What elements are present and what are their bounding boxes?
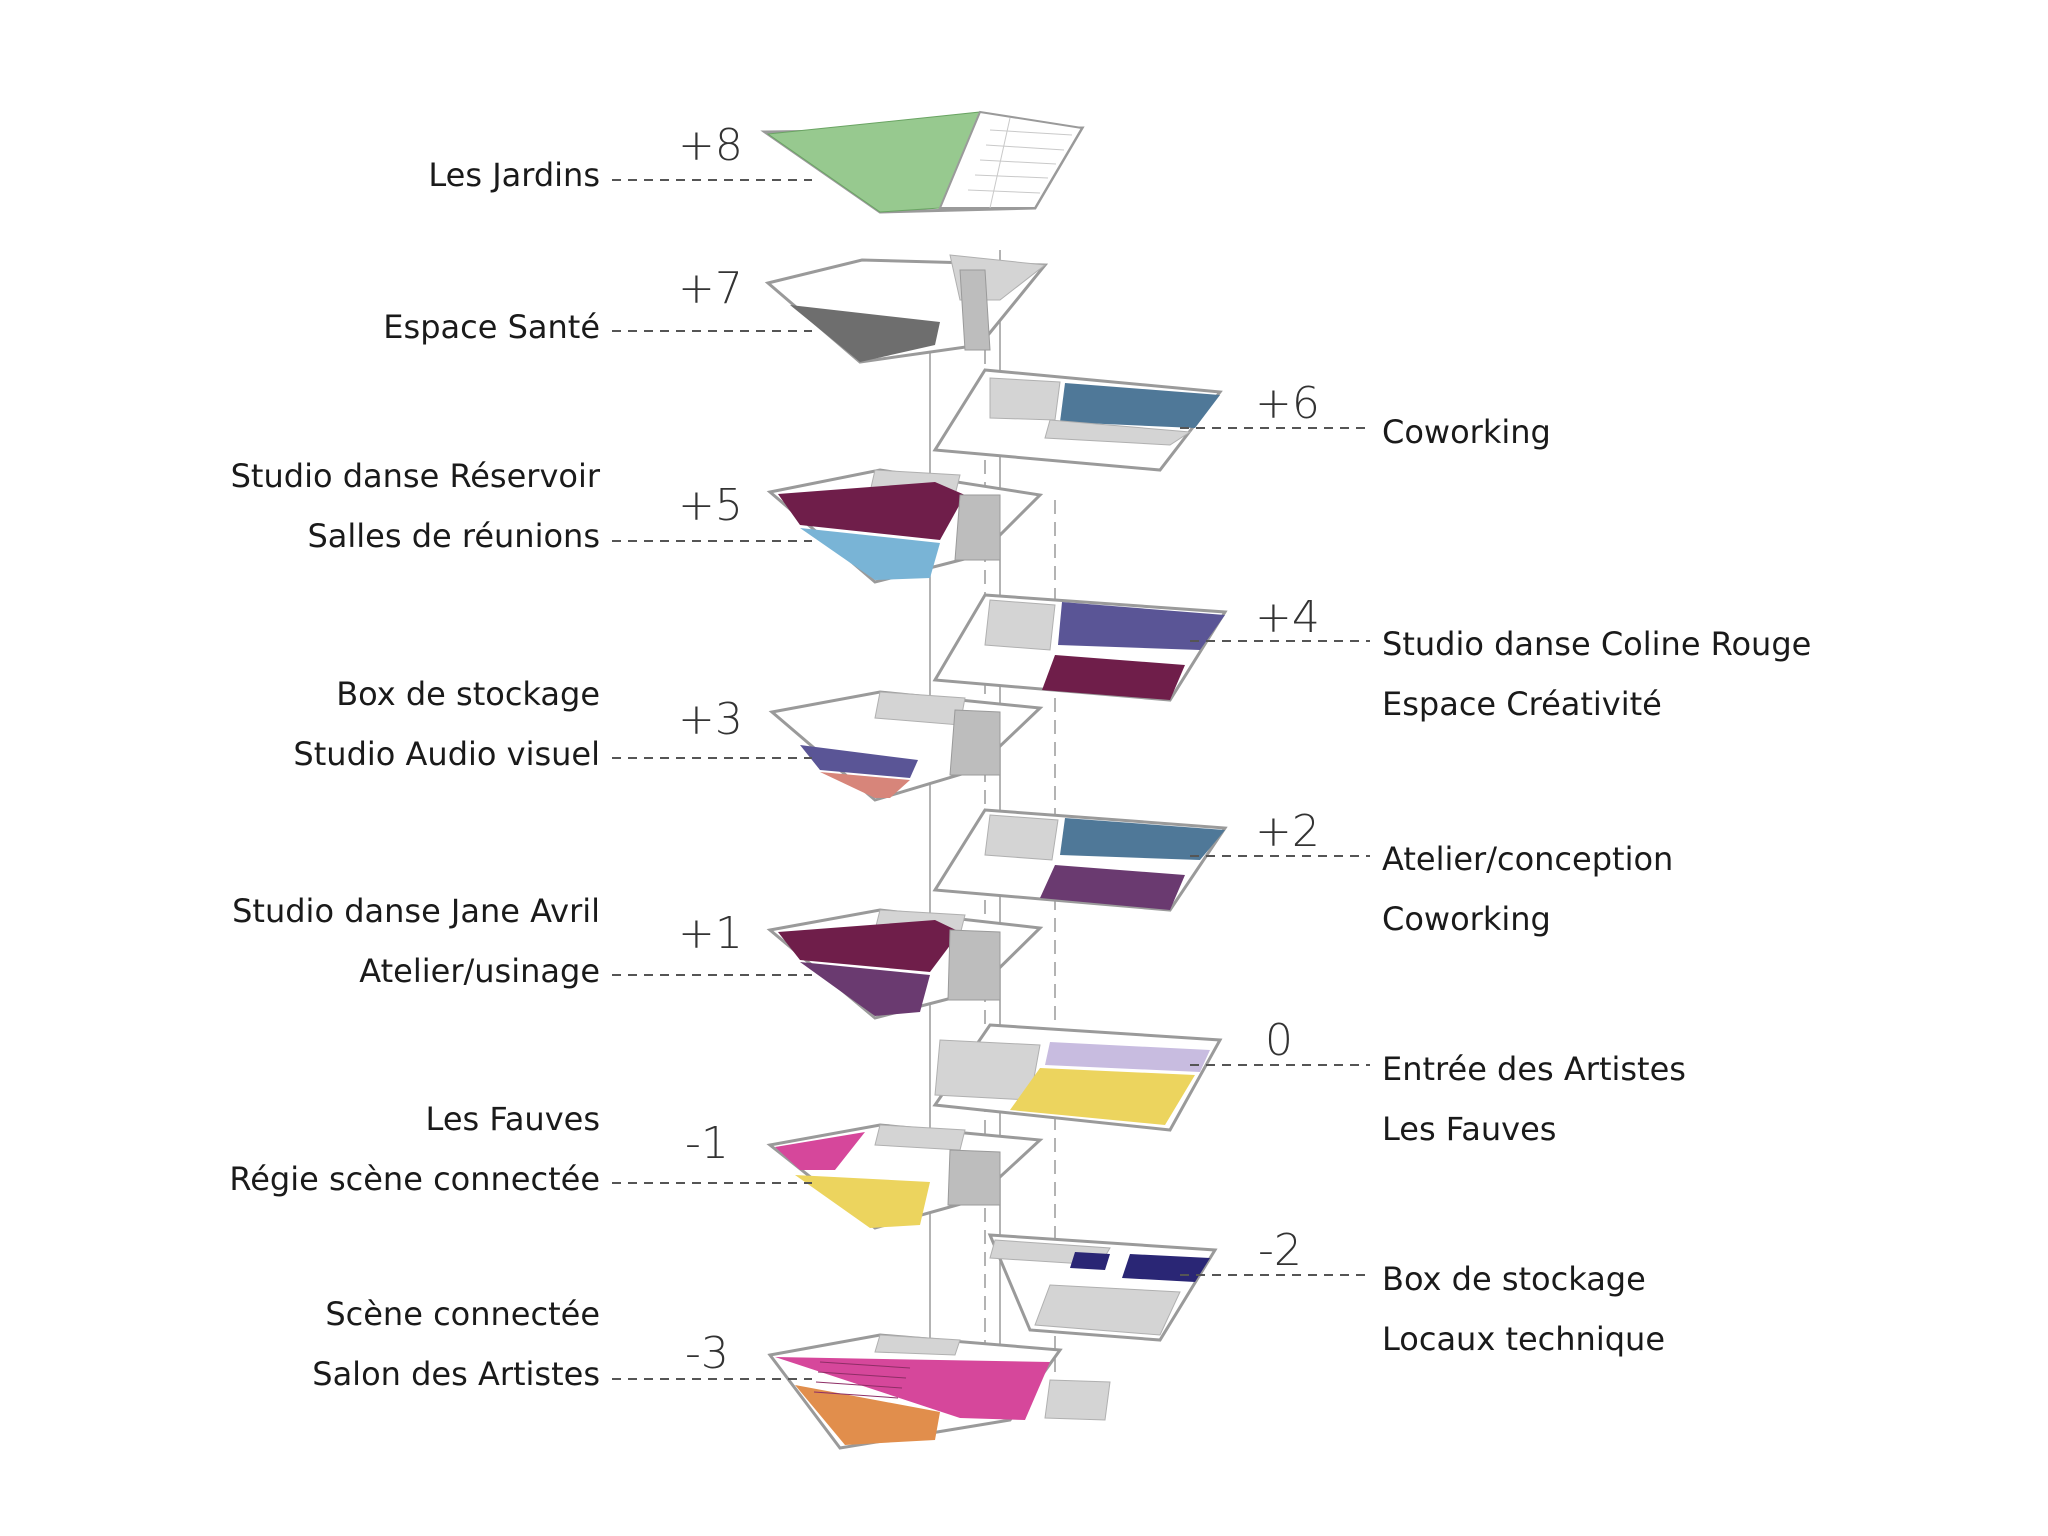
- label-studio-audio: Studio Audio visuel: [293, 735, 600, 773]
- level-number-p5: +5: [678, 480, 743, 531]
- level-number-0: 0: [1265, 1015, 1293, 1066]
- floor-plate-m1: [766, 1123, 1044, 1230]
- level-number-p2: +2: [1255, 806, 1320, 857]
- level-number-p7: +7: [678, 263, 743, 314]
- level-p1-annotation: +1 Studio danse Jane Avril Atelier/usina…: [232, 892, 812, 990]
- level-m1-annotation: -1 Les Fauves Régie scène connectée: [229, 1100, 812, 1198]
- floor-plate-m2: [987, 1233, 1218, 1342]
- zone-locaux-technique: [1122, 1254, 1210, 1282]
- zone-coworking-p6: [1060, 383, 1220, 428]
- floor-plate-0: [932, 1023, 1223, 1132]
- zone-atelier-usinage: [800, 962, 930, 1016]
- level-0-annotation: 0 Entrée des Artistes Les Fauves: [1190, 1015, 1686, 1148]
- floor-plate-p5: [766, 468, 1044, 584]
- label-studio-reservoir: Studio danse Réservoir: [231, 457, 601, 495]
- zone-box-stockage-m2: [1070, 1252, 1110, 1270]
- label-les-fauves-m1: Les Fauves: [426, 1100, 600, 1138]
- level-number-p8: +8: [678, 120, 743, 171]
- zone-coworking-p2: [1040, 865, 1185, 910]
- level-p8-annotation: +8 Les Jardins: [428, 120, 812, 194]
- zone-atelier-conception: [1060, 818, 1225, 860]
- level-number-p6: +6: [1255, 378, 1320, 429]
- zone-scene-connectee: [775, 1357, 1050, 1420]
- level-number-p3: +3: [678, 694, 743, 745]
- zone-regie-scene: [795, 1175, 930, 1228]
- label-box-stockage-m2: Box de stockage: [1382, 1260, 1646, 1298]
- level-p5-annotation: +5 Studio danse Réservoir Salles de réun…: [231, 457, 812, 555]
- label-salon-artistes: Salon des Artistes: [312, 1355, 600, 1393]
- level-number-p1: +1: [678, 908, 743, 959]
- zone-entree-artistes: [1045, 1042, 1210, 1072]
- zone-studio-reservoir: [778, 482, 965, 540]
- zone-espace-sante: [790, 305, 940, 362]
- floor-plate-p6: [932, 368, 1223, 472]
- label-regie-scene: Régie scène connectée: [229, 1160, 600, 1198]
- zone-coline-rouge: [1058, 602, 1225, 650]
- label-les-jardins: Les Jardins: [428, 156, 600, 194]
- label-scene-connectee: Scène connectée: [325, 1295, 600, 1333]
- label-box-stockage-p3: Box de stockage: [336, 675, 600, 713]
- zone-jane-avril: [778, 920, 960, 972]
- level-m2-annotation: -2 Box de stockage Locaux technique: [1180, 1225, 1665, 1358]
- label-salles-reunions: Salles de réunions: [307, 517, 600, 555]
- label-atelier-usinage: Atelier/usinage: [359, 952, 600, 990]
- zone-salon-artistes: [795, 1385, 940, 1445]
- label-coworking-p2: Coworking: [1382, 900, 1551, 938]
- level-p6-annotation: +6 Coworking: [1180, 378, 1551, 451]
- floor-plate-p3: [768, 690, 1044, 802]
- level-m3-annotation: -3 Scène connectée Salon des Artistes: [312, 1295, 812, 1393]
- zone-salles-reunions: [800, 528, 940, 580]
- floor-plate-p1: [766, 908, 1044, 1020]
- label-les-fauves-0: Les Fauves: [1382, 1110, 1556, 1148]
- label-entree-artistes: Entrée des Artistes: [1382, 1050, 1686, 1088]
- label-espace-sante: Espace Santé: [383, 308, 600, 346]
- zone-studio-audio: [820, 772, 910, 798]
- label-coworking-p6: Coworking: [1382, 413, 1551, 451]
- floor-plate-m3: [767, 1333, 1111, 1450]
- label-atelier-conception: Atelier/conception: [1382, 840, 1673, 878]
- level-number-m2: -2: [1258, 1225, 1302, 1276]
- level-p2-annotation: +2 Atelier/conception Coworking: [1190, 806, 1673, 938]
- level-p4-annotation: +4 Studio danse Coline Rouge Espace Créa…: [1190, 592, 1811, 723]
- floor-plate-p8: [760, 110, 1085, 214]
- level-p7-annotation: +7 Espace Santé: [383, 263, 812, 346]
- floor-plate-p2: [932, 808, 1228, 912]
- zone-box-stockage-p3: [800, 745, 918, 778]
- floor-plate-p7: [764, 254, 1049, 364]
- zone-les-fauves-m1: [775, 1132, 865, 1170]
- label-coline-rouge: Studio danse Coline Rouge: [1382, 625, 1811, 663]
- floor-plate-p4: [932, 593, 1228, 702]
- label-jane-avril: Studio danse Jane Avril: [232, 892, 600, 930]
- zone-espace-creativite: [1042, 655, 1185, 700]
- level-p3-annotation: +3 Box de stockage Studio Audio visuel: [293, 675, 812, 773]
- level-number-p4: +4: [1255, 592, 1320, 643]
- zone-les-fauves-0: [1010, 1068, 1195, 1125]
- level-number-m3: -3: [685, 1328, 729, 1379]
- level-number-m1: -1: [685, 1118, 729, 1169]
- label-espace-creativite: Espace Créativité: [1382, 685, 1662, 723]
- label-locaux-technique: Locaux technique: [1382, 1320, 1665, 1358]
